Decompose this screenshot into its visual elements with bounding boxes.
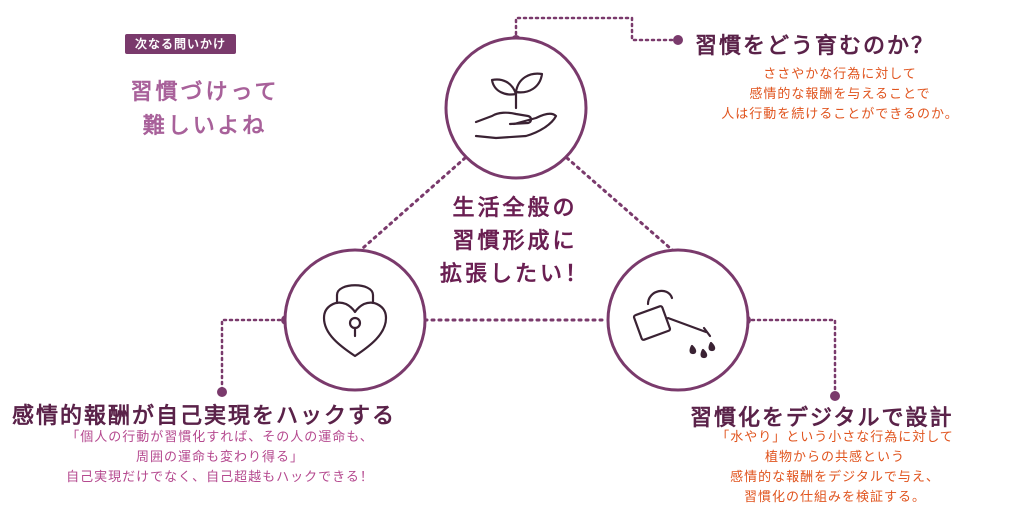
top-line: 感情的な報酬を与えることで [749,87,931,102]
right-line: 植物からの共感という [764,450,905,465]
top-heading: 習慣をどう育むのか？ [695,34,936,59]
right-line: 習慣化の仕組みを検証する。 [743,490,926,505]
watering-can-icon [632,289,716,359]
plant-in-hand-icon [474,72,558,140]
circle-left [283,248,427,392]
callout-connectors [220,16,837,398]
right-description: 「水やり」という小さな行為に対して 植物からの共感という 感情的な報酬をデジタル… [655,428,1015,508]
left-heading: 感情的報酬が自己実現をハックする [12,404,397,429]
left-line: 自己実現だけでなく、自己超越もハックできる！ [66,470,374,485]
circle-right [606,248,750,392]
right-line: 「水やり」という小さな行為に対して [716,430,954,445]
center-statement: 生活全般の 習慣形成に 拡張したい！ [425,192,605,291]
left-line: 「個人の行動が習慣化すれば、その人の運命も、 [66,430,374,445]
heart-padlock-icon [322,284,388,358]
left-line: 周囲の運命も変わり得る」 [135,450,304,465]
center-line: 習慣形成に [452,229,578,254]
left-description: 「個人の行動が習慣化すれば、その人の運命も、 周囲の運命も変わり得る」 自己実現… [25,428,415,488]
center-line: 拡張したい！ [439,262,590,287]
triangle-connectors [353,156,680,322]
question-tag: 次なる問いかけ [125,34,237,54]
top-description: ささやかな行為に対して 感情的な報酬を与えることで 人は行動を続けることができる… [670,65,1010,125]
lead-line: 習慣づけって [130,80,280,105]
right-heading: 習慣化をデジタルで設計 [690,406,954,431]
top-line: ささやかな行為に対して [763,67,917,82]
lead-text: 習慣づけって 難しいよね [110,76,300,144]
lead-line: 難しいよね [142,114,268,139]
right-line: 感情的な報酬をデジタルで与え、 [730,470,940,485]
center-line: 生活全般の [452,196,578,221]
top-line: 人は行動を続けることができるのか。 [721,107,959,122]
